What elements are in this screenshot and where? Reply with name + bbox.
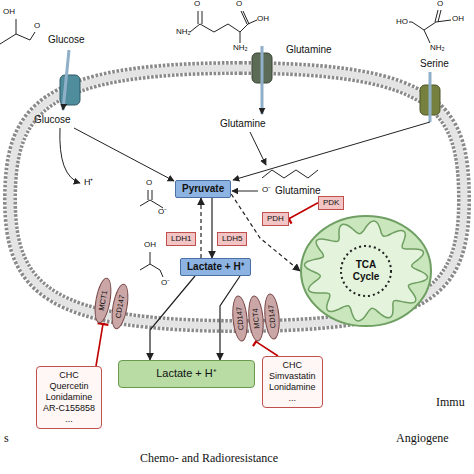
atom-label: O⁻ [158, 208, 167, 217]
molecule-name: Glutamine [220, 118, 266, 129]
pathway-arrow [74, 128, 174, 181]
node-text: AR-C155858 [43, 403, 95, 414]
uptake-arrow [429, 72, 432, 122]
node-text: MCT4 [249, 307, 264, 328]
node-text: Simvastatin [269, 371, 316, 382]
node-text: LDH5 [222, 234, 242, 244]
pathway-arrow [232, 191, 258, 192]
inhibitor-box: CHCQuercetinLonidamineAR-C155858... [36, 366, 102, 429]
atom-label: NH₂ [430, 44, 445, 53]
inhibition-line [289, 203, 318, 219]
inhibition-line [256, 342, 278, 356]
inhibition-line [96, 324, 103, 366]
node-text: ... [269, 393, 316, 404]
enzyme-box: PDH [262, 212, 289, 226]
atom-label: O [236, 0, 242, 9]
node-text: Lactate + H⁺ [156, 367, 217, 380]
node-text: CHC [269, 360, 316, 371]
cristae [305, 221, 428, 321]
cell-membrane [10, 68, 464, 326]
cycle-ring [341, 246, 391, 296]
node-text: MCT1 [95, 289, 111, 311]
reaction-arrow [211, 198, 212, 258]
node-text: CD147 [265, 304, 280, 328]
enzyme-box: LDH5 [217, 232, 247, 246]
extracellular-box: Lactate + H⁺ [118, 360, 255, 388]
effect-label: Chemo- and Radioresistance [140, 452, 278, 465]
node-text: Lonidamine [43, 392, 95, 403]
node-text: Quercetin [43, 381, 95, 392]
mitochondrion: TCA Cycle [300, 215, 432, 327]
reaction-arrow [150, 276, 195, 360]
atom-label: O [34, 22, 40, 31]
pathway-arrow [233, 122, 430, 180]
atom-label: O [194, 0, 200, 9]
cut-off-label: s [4, 432, 9, 445]
metabolite-box: Lactate + H⁺ [180, 258, 251, 276]
reaction-arrow [200, 198, 201, 258]
node-text: LDH1 [171, 234, 191, 244]
pathway-arrow [250, 132, 266, 165]
uptake-arrow [261, 46, 264, 114]
uptake-arrow [63, 50, 69, 110]
outer-membrane [301, 216, 431, 326]
node-text: CHC [43, 370, 95, 381]
metabolite-box: Pyruvate [175, 180, 231, 198]
cut-off-label: Angiogene [396, 432, 449, 445]
molecule-name: Glutamine [275, 185, 321, 196]
atom-label: OH [144, 241, 156, 250]
atom-label: O⁻ [262, 186, 271, 195]
atom-label: OH [452, 15, 464, 24]
atom-label: NH₂ [233, 44, 248, 53]
inhibitor-box: CHCSimvastatinLonidamine... [262, 356, 323, 408]
node-text: CD147 [233, 306, 248, 330]
molecule-name: Glucose [48, 34, 85, 45]
pathway-arrow [60, 128, 80, 183]
atom-label: O [437, 0, 443, 9]
membrane-core [10, 68, 464, 326]
node-text: ... [43, 414, 95, 425]
proton-label: H⁺ [84, 178, 94, 188]
atom-label: OH [3, 8, 15, 17]
node-text: Lactate + H⁺ [187, 261, 244, 273]
node-text: PDH [267, 214, 284, 224]
molecule-name: Glutamine [286, 44, 332, 55]
node-text: PDK [323, 198, 339, 208]
atom-label: O⁻ [161, 279, 170, 288]
atom-label: NH₂ [176, 28, 191, 37]
node-text: TCA Cycle [346, 259, 386, 283]
molecule-name: Serine [420, 58, 449, 69]
molecule-name: Glucose [34, 114, 71, 125]
node-text: Pyruvate [182, 183, 224, 195]
enzyme-box: LDH1 [166, 232, 196, 246]
cut-off-label: Immu [436, 396, 465, 409]
atom-label: OH [257, 15, 269, 24]
enzyme-box: PDK [318, 196, 344, 210]
atom-label: O [146, 179, 152, 188]
node-text: Lonidamine [269, 382, 316, 393]
atom-label: HO [396, 18, 408, 27]
